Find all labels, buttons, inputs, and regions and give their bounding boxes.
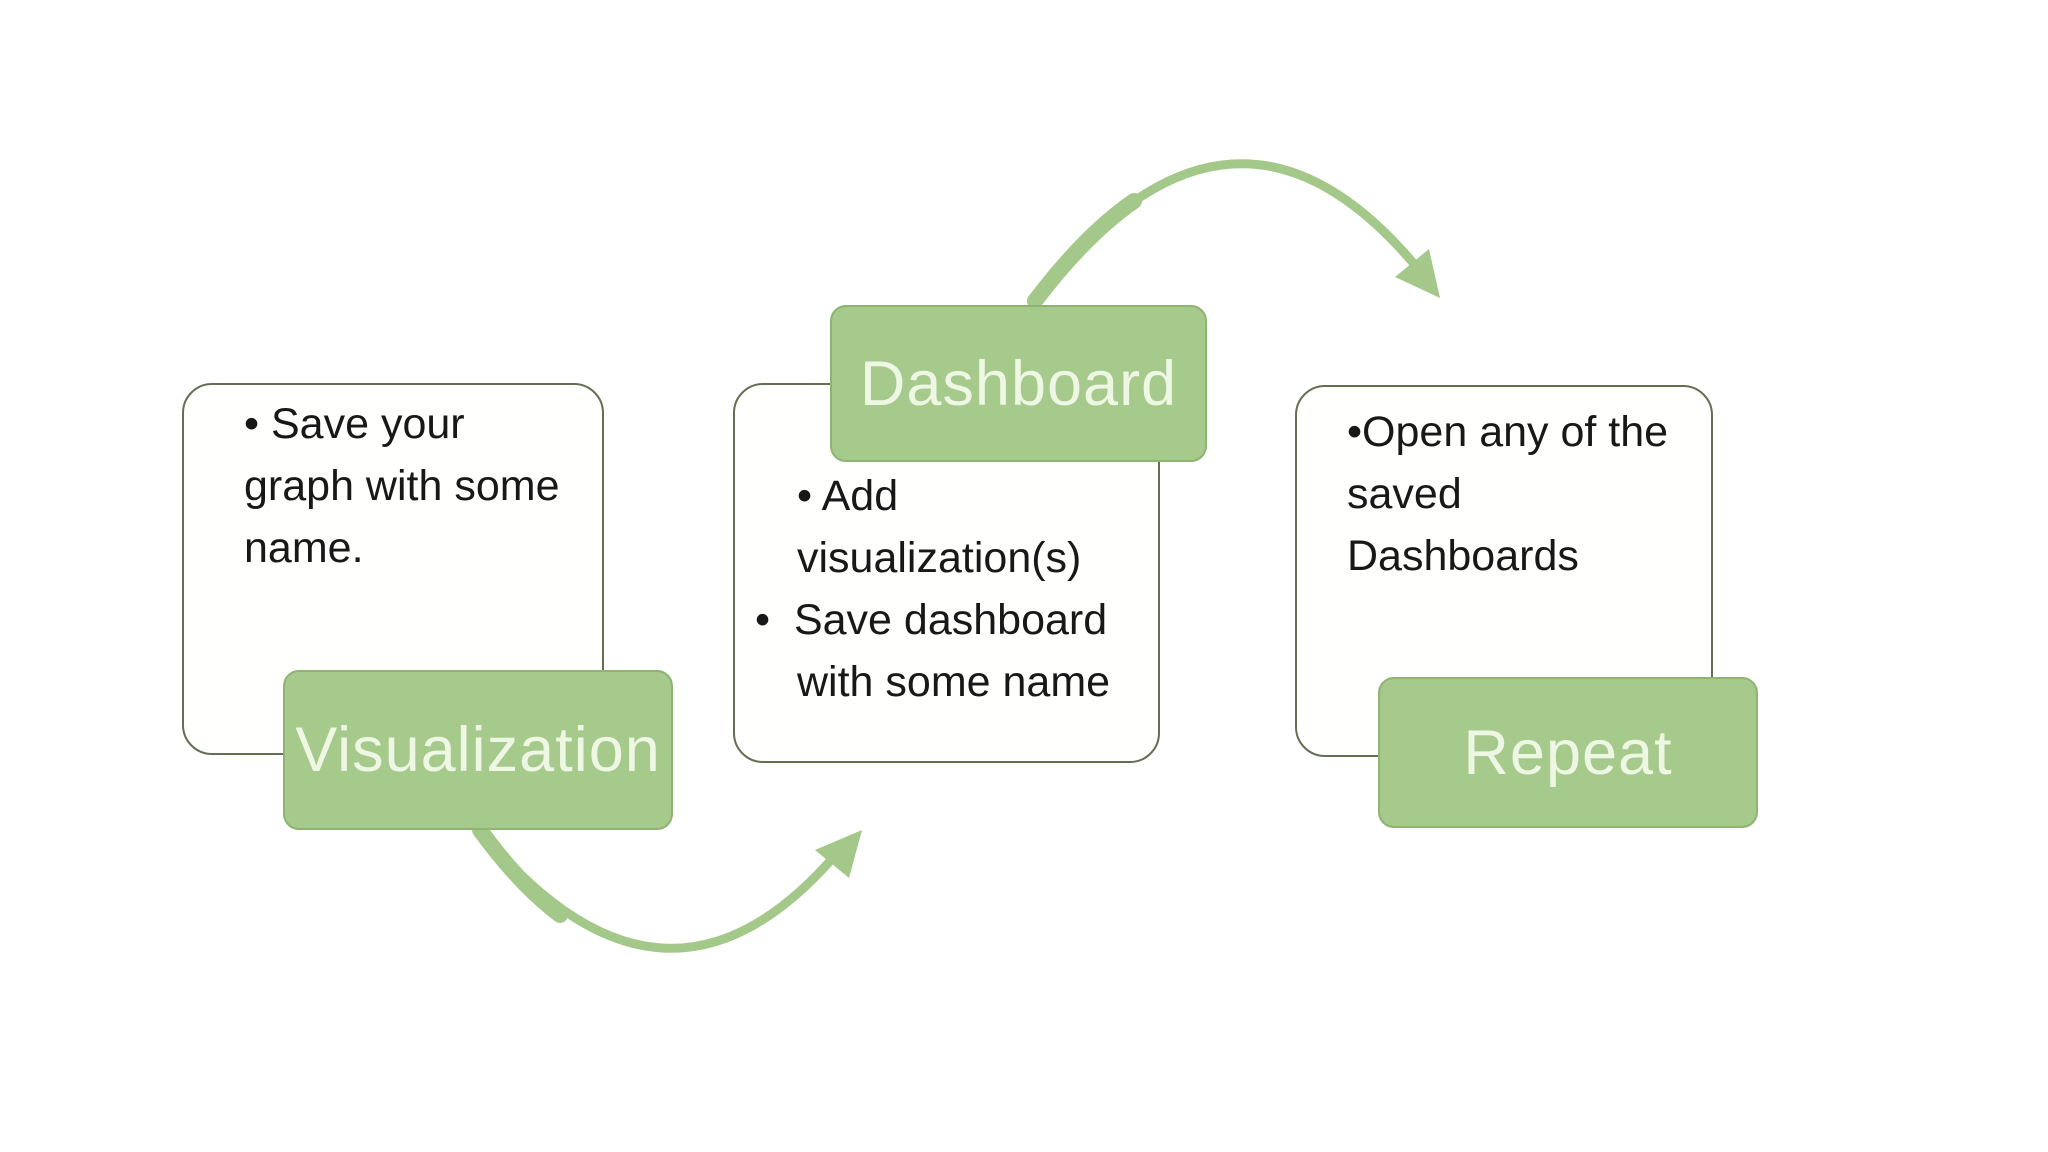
note-line: • Add (797, 472, 899, 520)
note-line: saved (1347, 470, 1462, 518)
note-line: graph with some (244, 462, 560, 510)
step-label-repeat: Repeat (1378, 677, 1758, 828)
step-label-text: Dashboard (859, 348, 1178, 419)
note-line: visualization(s) (797, 534, 1082, 582)
step-label-visualization: Visualization (283, 670, 673, 830)
note-line: • Save your (244, 400, 465, 448)
curved-arrow-icon (1027, 159, 1440, 309)
note-line: Dashboards (1347, 532, 1579, 580)
note-line: • Save dashboard (755, 596, 1108, 644)
note-line: •Open any of the (1347, 408, 1669, 456)
step-label-text: Repeat (1463, 717, 1673, 788)
curved-arrow-icon (472, 822, 862, 953)
step-label-dashboard: Dashboard (830, 305, 1207, 462)
step-label-text: Visualization (295, 715, 661, 785)
note-line: name. (244, 524, 364, 572)
note-line: with some name (797, 658, 1111, 706)
